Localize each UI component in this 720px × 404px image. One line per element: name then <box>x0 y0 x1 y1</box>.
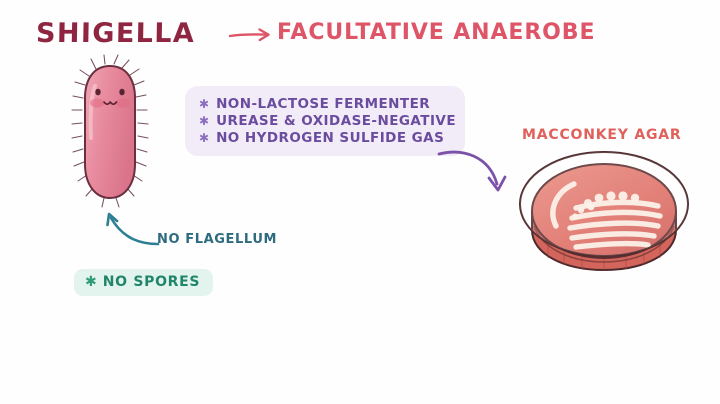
fact-label: NON-LACTOSE FERMENTER <box>216 96 431 112</box>
classification-label: FACULTATIVE ANAEROBE <box>277 20 596 45</box>
characteristics-box: ✱ NON-LACTOSE FERMENTER ✱ UREASE & OXIDA… <box>185 86 465 156</box>
no-spores-label: NO SPORES <box>102 274 201 290</box>
asterisk-bullet-icon: ✱ <box>199 114 210 128</box>
asterisk-bullet-icon: ✱ <box>85 274 97 290</box>
page-title-shigella: SHIGELLA <box>35 18 196 49</box>
asterisk-bullet-icon: ✱ <box>199 97 210 111</box>
curved-down-right-arrow-icon <box>437 150 507 192</box>
petri-dish-icon <box>519 151 689 272</box>
list-item: ✱ NON-LACTOSE FERMENTER <box>199 96 455 112</box>
asterisk-bullet-icon: ✱ <box>199 131 210 145</box>
fact-label: NO HYDROGEN SULFIDE GAS <box>216 130 445 146</box>
no-spores-chip: ✱ NO SPORES <box>74 269 214 296</box>
list-item: ✱ UREASE & OXIDASE-NEGATIVE <box>199 113 456 129</box>
no-flagellum-label: NO FLAGELLUM <box>157 232 278 247</box>
rod-shaped-bacterium-icon <box>71 54 149 208</box>
macconkey-agar-label: MACCONKEY AGAR <box>522 127 682 143</box>
fact-label: UREASE & OXIDASE-NEGATIVE <box>216 113 456 129</box>
list-item: ✱ NO HYDROGEN SULFIDE GAS <box>199 130 455 146</box>
right-arrow-icon <box>228 28 270 42</box>
curved-up-left-arrow-icon <box>106 212 160 246</box>
